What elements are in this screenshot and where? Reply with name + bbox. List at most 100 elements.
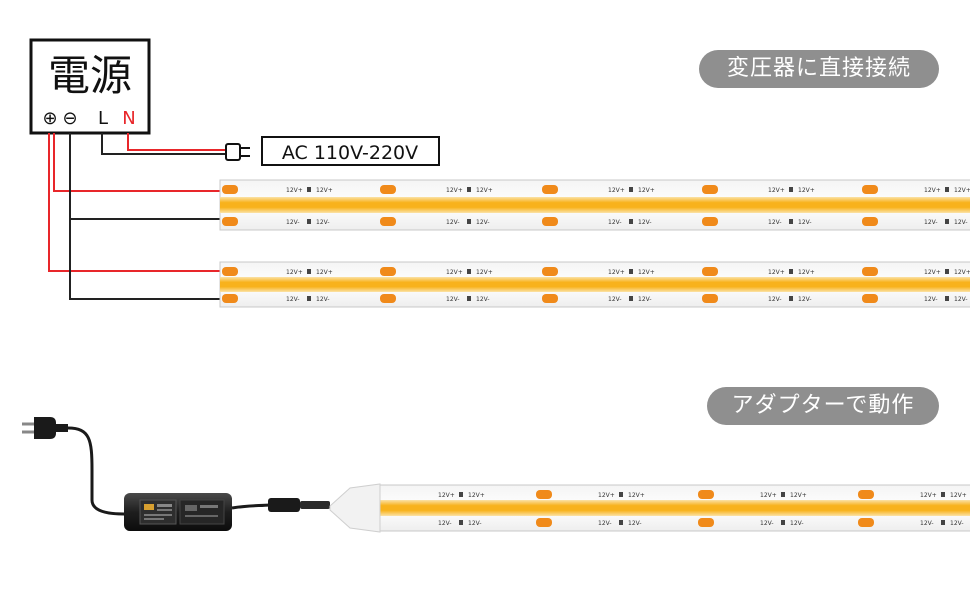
polarity-mark: 12V- xyxy=(476,296,490,303)
polarity-mark: 12V+ xyxy=(438,492,455,499)
wires xyxy=(48,133,226,300)
cut-mark xyxy=(467,219,471,224)
polarity-mark: 12V+ xyxy=(638,187,655,194)
polarity-mark: 12V+ xyxy=(760,492,777,499)
polarity-mark: 12V- xyxy=(950,520,964,527)
polarity-mark: 12V- xyxy=(286,296,300,303)
polarity-mark: 12V+ xyxy=(924,269,941,276)
copper-pad xyxy=(862,217,878,226)
power-adapter-icon xyxy=(124,493,232,531)
polarity-mark: 12V- xyxy=(316,219,330,226)
cut-mark xyxy=(941,492,945,497)
copper-pad xyxy=(542,294,558,303)
copper-pad xyxy=(702,267,718,276)
polarity-mark: 12V+ xyxy=(790,492,807,499)
polarity-mark: 12V- xyxy=(316,296,330,303)
cut-mark xyxy=(789,296,793,301)
plug-icon xyxy=(225,143,250,161)
polarity-mark: 12V- xyxy=(768,219,782,226)
polarity-mark: 12V- xyxy=(598,520,612,527)
copper-pad xyxy=(542,267,558,276)
polarity-mark: 12V- xyxy=(438,520,452,527)
copper-pad xyxy=(698,518,714,527)
cut-mark xyxy=(789,269,793,274)
led-strip-top: 12V+ 12V+ 12V- 12V- 12V+ 12V+ 12V- 12V- 12V+ 12V+… xyxy=(219,179,970,231)
copper-pad xyxy=(702,294,718,303)
cut-mark xyxy=(619,520,623,525)
polarity-mark: 12V+ xyxy=(286,269,303,276)
terminal-negative: ⊖ xyxy=(62,108,77,129)
polarity-mark: 12V- xyxy=(468,520,482,527)
cut-mark xyxy=(629,296,633,301)
polarity-mark: 12V+ xyxy=(768,187,785,194)
copper-pad xyxy=(222,217,238,226)
copper-pad xyxy=(222,294,238,303)
copper-pad xyxy=(222,185,238,194)
power-box-title: 電源 xyxy=(48,51,132,100)
polarity-mark: 12V- xyxy=(790,520,804,527)
polarity-mark: 12V+ xyxy=(446,187,463,194)
polarity-mark: 12V+ xyxy=(598,492,615,499)
strip-end-cap xyxy=(329,483,381,533)
polarity-mark: 12V- xyxy=(954,219,968,226)
polarity-mark: 12V+ xyxy=(316,187,333,194)
polarity-mark: 12V+ xyxy=(628,492,645,499)
eu-plug-icon xyxy=(22,417,68,439)
transformer-direct-label: 変圧器に直接接続 xyxy=(699,50,939,88)
polarity-mark: 12V+ xyxy=(798,187,815,194)
cut-mark xyxy=(459,520,463,525)
cut-mark xyxy=(619,492,623,497)
polarity-mark: 12V- xyxy=(608,219,622,226)
polarity-mark: 12V- xyxy=(628,520,642,527)
polarity-mark: 12V+ xyxy=(468,492,485,499)
cut-mark xyxy=(307,296,311,301)
cut-mark xyxy=(789,187,793,192)
ac-cable xyxy=(67,426,125,516)
polarity-mark: 12V- xyxy=(954,296,968,303)
copper-pad xyxy=(542,185,558,194)
cut-mark xyxy=(307,219,311,224)
terminal-live: L xyxy=(98,108,108,129)
polarity-mark: 12V+ xyxy=(768,269,785,276)
copper-pad xyxy=(858,490,874,499)
copper-pad xyxy=(862,294,878,303)
copper-pad xyxy=(536,490,552,499)
polarity-mark: 12V+ xyxy=(798,269,815,276)
power-box: 電源 ⊕ ⊖ L N xyxy=(29,38,151,135)
polarity-mark: 12V+ xyxy=(446,269,463,276)
cut-mark xyxy=(945,219,949,224)
copper-pad xyxy=(702,217,718,226)
polarity-mark: 12V+ xyxy=(316,269,333,276)
copper-pad xyxy=(222,267,238,276)
ac-voltage-text: AC 110V-220V xyxy=(282,142,418,164)
copper-pad xyxy=(858,518,874,527)
polarity-mark: 12V+ xyxy=(608,187,625,194)
terminal-neutral: N xyxy=(122,108,135,129)
polarity-mark: 12V- xyxy=(768,296,782,303)
ac-voltage-label: AC 110V-220V xyxy=(261,136,440,166)
polarity-mark: 12V- xyxy=(924,296,938,303)
copper-pad xyxy=(862,185,878,194)
polarity-mark: 12V- xyxy=(798,296,812,303)
copper-pad xyxy=(542,217,558,226)
polarity-mark: 12V- xyxy=(638,296,652,303)
polarity-mark: 12V+ xyxy=(476,187,493,194)
cut-mark xyxy=(945,269,949,274)
copper-pad xyxy=(380,267,396,276)
cut-mark xyxy=(781,492,785,497)
dc-connector-icon xyxy=(268,498,330,512)
polarity-mark: 12V- xyxy=(920,520,934,527)
copper-pad xyxy=(380,294,396,303)
polarity-mark: 12V+ xyxy=(954,187,970,194)
polarity-mark: 12V+ xyxy=(920,492,937,499)
cut-mark xyxy=(941,520,945,525)
polarity-mark: 12V+ xyxy=(954,269,970,276)
cut-mark xyxy=(307,269,311,274)
terminal-positive: ⊕ xyxy=(42,108,57,129)
polarity-mark: 12V- xyxy=(286,219,300,226)
cut-mark xyxy=(307,187,311,192)
copper-pad xyxy=(698,490,714,499)
led-strip-bottom: 12V+ 12V+ 12V- 12V- 12V+ 12V+ 12V- 12V- 12V+ 12V+… xyxy=(379,484,970,532)
cut-mark xyxy=(629,269,633,274)
